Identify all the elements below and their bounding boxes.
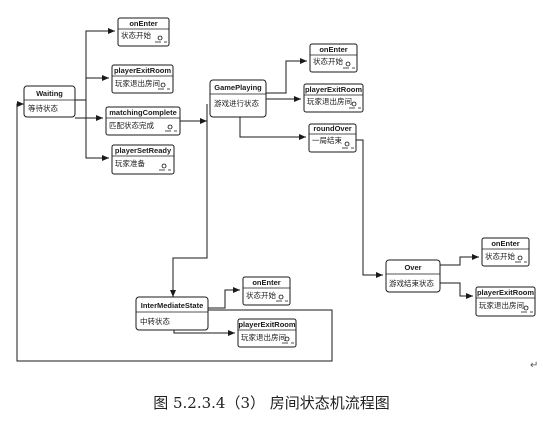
composite-icon	[342, 141, 354, 149]
composite-icon	[276, 294, 288, 302]
edge-intermediate-waiting	[16, 101, 333, 362]
state-subtitle: 状态开始	[313, 56, 343, 66]
state-subtitle: 等待状态	[28, 103, 58, 113]
state-waiting: Waiting 等待状态	[23, 85, 76, 118]
state-gameplaying-exit: playerExitRoom 玩家退出房间	[303, 83, 364, 113]
state-title: InterMediateState	[141, 301, 204, 310]
state-gameplaying: GamePlaying 游戏进行状态	[209, 79, 267, 118]
state-over: Over 游戏结束状态	[385, 259, 441, 293]
state-subtitle: 玩家退出房间	[115, 78, 160, 88]
state-title: onEnter	[129, 19, 157, 28]
composite-icon	[343, 61, 355, 69]
state-round-over: roundOver 一局结束	[308, 123, 357, 153]
figure-caption: 图 5.2.3.4（3） 房间状态机流程图	[153, 394, 390, 412]
state-subtitle: 中转状态	[140, 316, 170, 326]
composite-icon	[515, 255, 527, 263]
state-player-set-ready: playerSetReady 玩家准备	[111, 144, 175, 175]
state-waiting-exit: playerExitRoom 玩家退出房间	[111, 64, 174, 94]
state-subtitle: 状态开始	[121, 30, 151, 40]
edge-waiting-ready	[85, 100, 109, 161]
state-title: matchingComplete	[109, 108, 177, 117]
state-over-exit: playerExitRoom 玩家退出房间	[475, 286, 536, 317]
edge-gameplaying-roundover	[239, 117, 306, 140]
state-title: playerExitRoom	[238, 320, 295, 329]
state-intermediate-onenter: onEnter 状态开始	[242, 276, 291, 306]
transitions	[16, 28, 479, 362]
state-intermediate-exit: playerExitRoom 玩家退出房间	[237, 318, 297, 348]
state-subtitle: 游戏进行状态	[214, 98, 259, 108]
state-subtitle: 一局结束	[312, 135, 342, 145]
state-matching-complete: matchingComplete 匹配状态完成	[105, 106, 181, 136]
composite-icon	[349, 101, 361, 109]
state-title: Waiting	[36, 89, 63, 98]
state-title: onEnter	[319, 45, 347, 54]
state-title: GamePlaying	[214, 83, 262, 92]
state-title: playerExitRoom	[477, 288, 534, 297]
edge-gameplaying-intermediate	[170, 104, 208, 297]
state-subtitle: 玩家退出房间	[479, 300, 524, 310]
composite-icon	[159, 163, 171, 171]
state-over-onenter: onEnter 状态开始	[481, 237, 530, 267]
composite-icon	[155, 35, 167, 43]
state-machine-diagram: Waiting 等待状态 onEnter 状态开始 playerExitRoom…	[16, 17, 536, 362]
state-subtitle: 玩家退出房间	[307, 96, 352, 106]
edge-over-onenter	[440, 254, 479, 266]
composite-icon	[282, 336, 294, 344]
composite-icon	[165, 124, 177, 132]
edge-intermediate-onenter	[208, 287, 240, 309]
state-title: playerExitRoom	[305, 85, 362, 94]
state-subtitle: 状态开始	[485, 251, 515, 261]
edge-waiting-onenter	[75, 28, 115, 101]
state-title: onEnter	[491, 239, 519, 248]
state-subtitle: 游戏结束状态	[389, 278, 434, 288]
state-title: onEnter	[252, 278, 280, 287]
state-waiting-onenter: onEnter 状态开始	[117, 17, 170, 47]
state-subtitle: 状态开始	[246, 290, 276, 300]
state-subtitle: 玩家准备	[115, 158, 145, 168]
state-subtitle: 玩家退出房间	[241, 332, 286, 342]
edge-roundover-over	[356, 139, 383, 278]
state-gameplaying-onenter: onEnter 状态开始	[309, 43, 358, 73]
state-title: roundOver	[313, 124, 351, 133]
composite-icon	[521, 305, 533, 313]
state-title: playerSetReady	[115, 146, 172, 155]
state-subtitle: 匹配状态完成	[109, 120, 154, 130]
composite-icon	[158, 82, 170, 90]
return-mark: ↵	[530, 360, 539, 371]
state-title: Over	[404, 263, 421, 272]
edge-over-exit	[440, 282, 473, 299]
state-title: playerExitRoom	[114, 66, 171, 75]
state-intermediate: InterMediateState 中转状态	[135, 296, 209, 331]
edge-gameplaying-onenter	[266, 58, 307, 94]
